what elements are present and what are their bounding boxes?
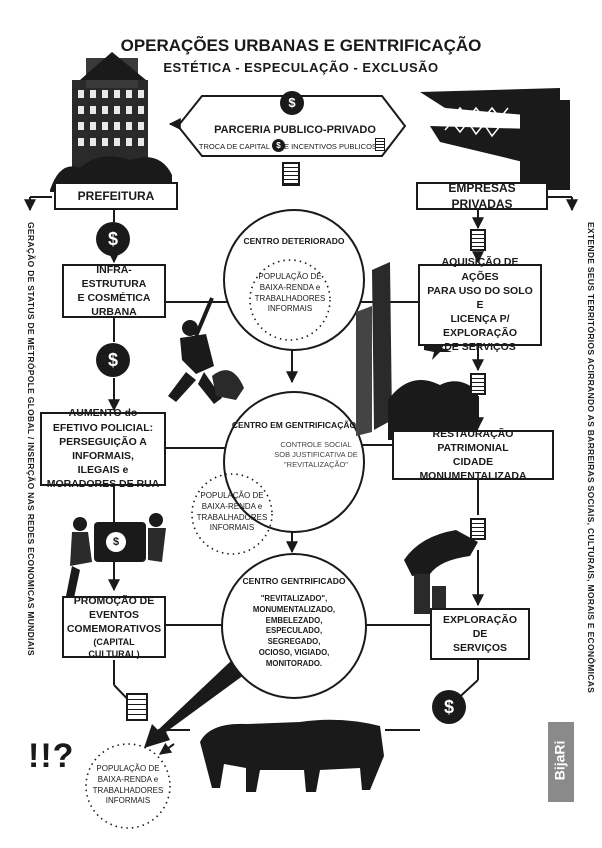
acoes-line: LICENÇA P/ EXPLORAÇÃO xyxy=(442,313,518,340)
infra-line: INFRA-ESTRUTURA xyxy=(81,263,147,290)
right-side-text: EXTENDE SEUS TERRITÓRIOS ACIRRANDO AS BA… xyxy=(586,222,596,694)
policia-line: PERSEGUIÇÃO A INFORMAIS, xyxy=(59,435,147,462)
eventos-box: PROMOÇÃO DE EVENTOS COMEMORATIVOS (CAPIT… xyxy=(62,594,166,660)
prefeitura-box: PREFEITURA xyxy=(54,182,178,210)
pop3-text: POPULAÇÃO DE BAIXA-RENDA e TRABALHADORES… xyxy=(86,764,170,807)
dollar-coin-icon: $ xyxy=(432,690,466,724)
document-icon xyxy=(375,138,385,151)
pop1-line: INFORMAIS xyxy=(267,304,313,314)
restauracao-line: RESTAURAÇÃO PATRIMONIAL xyxy=(432,427,514,454)
eventos-line: COMEMORATIVOS xyxy=(66,622,162,635)
document-icon xyxy=(282,162,300,186)
pop2-line: INFORMAIS xyxy=(209,523,255,533)
pop2-line: TRABALHADORES xyxy=(196,512,268,522)
pop3-line: INFORMAIS xyxy=(105,796,151,806)
monument-icon xyxy=(356,262,478,440)
dollar-coin-icon: $ xyxy=(96,222,130,256)
acoes-box: AQUISIÇÃO DE AÇÕES PARA USO DO SOLO E LI… xyxy=(418,256,542,353)
police-icon xyxy=(168,297,244,404)
exploracao-line: EXPLORAÇÃO DE xyxy=(442,613,518,640)
gentrificacao-title: CENTRO EM GENTRIFICAÇÃO xyxy=(231,420,357,430)
pop3-line: BAIXA-RENDA e xyxy=(97,774,159,784)
empresas-box: EMPRESAS PRIVADAS xyxy=(416,181,548,211)
eventos-line: PROMOÇÃO DE EVENTOS xyxy=(73,594,155,621)
acoes-line: DE SERVIÇOS xyxy=(444,341,516,354)
building-icon xyxy=(50,52,172,192)
acoes-line: AQUISIÇÃO DE AÇÕES xyxy=(441,256,519,283)
document-icon xyxy=(470,518,486,540)
crocodile-icon xyxy=(420,88,570,190)
ppp-caption-right: E INCENTIVOS PUBLICOS xyxy=(284,142,377,151)
dollar-coin-icon: $ xyxy=(96,343,130,377)
dollar-coin-icon: $ xyxy=(272,139,285,152)
gentrificado-line: MONUMENTALIZADO, xyxy=(252,604,336,614)
logo-badge xyxy=(548,722,574,802)
pop3-line: TRABALHADORES xyxy=(92,785,164,795)
cattle-icon xyxy=(200,719,384,792)
workers-icon xyxy=(66,513,166,598)
controle-line: CONTROLE SOCIAL xyxy=(280,440,352,449)
deteriorado-title: CENTRO DETERIORADO xyxy=(243,236,345,246)
policia-line: ILEGAIS e MORADORES DE RUA xyxy=(46,464,160,491)
center-circles xyxy=(221,209,367,699)
gentrificado-line: "REVITALIZADO", xyxy=(260,594,328,603)
periferizacao-arrow xyxy=(144,660,248,748)
exploracao-line: SERVIÇOS xyxy=(452,642,508,655)
gentrificado-title: CENTRO GENTRIFICADO xyxy=(242,576,346,586)
policia-box: AUMENTO do EFETIVO POLICIAL: PERSEGUIÇÃO… xyxy=(40,407,166,490)
population-dotted-circles xyxy=(85,259,331,829)
infra-line: E COSMÉTICA URBANA xyxy=(77,292,151,319)
pop1-line: POPULAÇÃO DE xyxy=(258,272,322,281)
bijari-logo: BijaRi xyxy=(551,740,568,781)
policia-line: AUMENTO do xyxy=(68,407,138,420)
pop1-line: TRABALHADORES xyxy=(254,293,326,303)
policia-line: EFETIVO POLICIAL: xyxy=(52,421,154,434)
document-icon xyxy=(470,373,486,395)
acoes-line: PARA USO DO SOLO E xyxy=(427,284,533,311)
infra-box: INFRA-ESTRUTURA E COSMÉTICA URBANA xyxy=(62,264,166,318)
pop2-line: BAIXA-RENDA e xyxy=(201,501,263,511)
gentrificado-list: "REVITALIZADO", MONUMENTALIZADO, EMBELEZ… xyxy=(244,594,344,669)
dollar-coin-icon: $ xyxy=(280,91,304,115)
ppp-title: PARCERIA PUBLICO-PRIVADO xyxy=(214,124,376,136)
exploracao-box: EXPLORAÇÃO DE SERVIÇOS xyxy=(430,608,530,660)
gentrificado-line: SEGREGADO, xyxy=(267,637,321,646)
gentrificado-line: EMBELEZADO, xyxy=(265,615,323,625)
left-side-text: GERAÇÃO DE STATUS DE METRÓPOLE GLOBAL / … xyxy=(26,222,36,656)
gentrificado-line: MONITORADO. xyxy=(265,658,323,668)
restauracao-line: CIDADE MONUMENTALIZADA xyxy=(419,456,527,483)
pop2-line: POPULAÇÃO DE xyxy=(200,491,264,500)
restauracao-box: RESTAURAÇÃO PATRIMONIAL CIDADE MONUMENTA… xyxy=(392,427,554,483)
controle-line: "REVITALIZAÇÃO" xyxy=(284,460,348,470)
page-subtitle: ESTÉTICA - ESPECULAÇÃO - EXCLUSÃO xyxy=(163,60,439,75)
dollar-coin-icon: $ xyxy=(106,532,126,552)
controle-line: SOB JUSTIFICATIVA DE xyxy=(274,450,358,460)
exclaim-mark: !!? xyxy=(28,737,75,775)
eventos-line: (CAPITAL CULTURAL) xyxy=(88,637,140,660)
page-title: OPERAÇÕES URBANAS E GENTRIFICAÇÃO xyxy=(120,36,482,55)
pop1-line: BAIXA-RENDA e xyxy=(259,282,321,292)
pop3-line: POPULAÇÃO DE xyxy=(96,764,160,773)
gentrificado-line: ESPECULADO, xyxy=(265,626,323,636)
hand-icon xyxy=(404,530,478,614)
pop1-text: POPULAÇÃO DE BAIXA-RENDA e TRABALHADORES… xyxy=(250,272,330,315)
ppp-hexagon xyxy=(168,95,407,157)
controle-text: CONTROLE SOCIAL SOB JUSTIFICATIVA DE "RE… xyxy=(264,440,368,470)
document-icon xyxy=(126,693,148,721)
ppp-caption-left: TROCA DE CAPITAL xyxy=(198,142,270,151)
gentrificado-line: OCIOSO, VIGIADO, xyxy=(258,647,330,657)
airplane-icon xyxy=(424,342,452,360)
document-icon xyxy=(470,229,486,251)
pop2-text: POPULAÇÃO DE BAIXA-RENDA e TRABALHADORES… xyxy=(192,491,272,534)
